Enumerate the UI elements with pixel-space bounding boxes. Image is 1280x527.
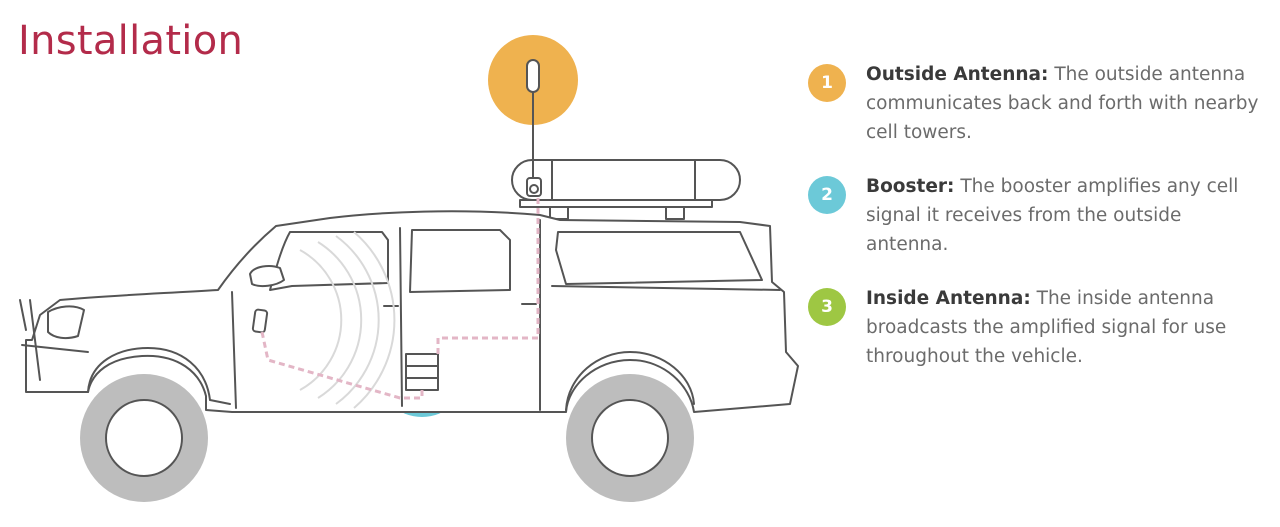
step-number-badge: 1 [808, 64, 846, 102]
step-name: Booster: [866, 176, 955, 197]
step-number-badge: 3 [808, 288, 846, 326]
booster-icon [405, 353, 439, 391]
cable-booster-to-inside [260, 331, 424, 400]
step-number-badge: 2 [808, 176, 846, 214]
step-name: Inside Antenna: [866, 288, 1031, 309]
step-name: Outside Antenna: [866, 64, 1049, 85]
side-mirror [249, 265, 285, 288]
inside-antenna-icon [251, 308, 269, 334]
outside-antenna-icon [526, 59, 540, 93]
front-wheel [566, 374, 694, 502]
cable-outside-to-booster [436, 198, 540, 356]
step-description: The inside antenna broadcasts the amplif… [866, 288, 1227, 367]
roof-cargo-box [511, 159, 741, 201]
truck-body [25, 210, 799, 413]
step-text: Booster: The booster amplifies any cell … [866, 172, 1266, 259]
step-description: The outside antenna communicates back an… [866, 64, 1259, 143]
step-text: Outside Antenna: The outside antenna com… [866, 60, 1266, 147]
camper-window [555, 231, 763, 285]
roof-rack-base [519, 199, 713, 208]
step-text: Inside Antenna: The inside antenna broad… [866, 284, 1266, 371]
step-description: The booster amplifies any cell signal it… [866, 176, 1239, 255]
rear-window [409, 229, 511, 293]
rear-wheel [80, 374, 208, 502]
page-title: Installation [18, 18, 244, 64]
